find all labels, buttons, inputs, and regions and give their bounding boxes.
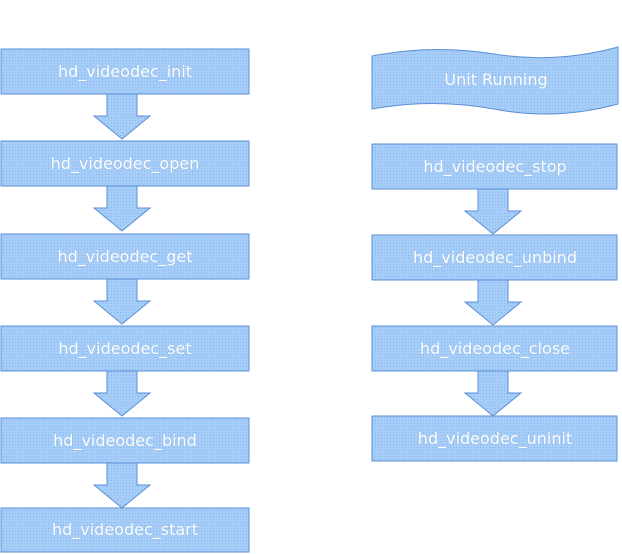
step-box-set <box>0 325 250 372</box>
step-label-init: hd_videodec_init <box>58 62 192 82</box>
step-label-bind: hd_videodec_bind <box>53 431 197 451</box>
down-arrow-2 <box>92 185 152 232</box>
step-box-start <box>0 507 250 553</box>
unit-running-banner <box>371 46 619 115</box>
step-label-start: hd_videodec_start <box>52 520 198 540</box>
step-box-bind <box>0 417 250 464</box>
step-box-uninit <box>371 415 618 462</box>
step-box-init <box>0 48 250 95</box>
down-arrow-8 <box>463 370 523 417</box>
step-label-open: hd_videodec_open <box>51 154 200 174</box>
down-arrow-6 <box>463 188 523 235</box>
step-label-stop: hd_videodec_stop <box>423 157 566 177</box>
down-arrow-1 <box>92 93 152 140</box>
step-box-stop <box>371 143 618 190</box>
step-label-unbind: hd_videodec_unbind <box>413 248 577 268</box>
step-label-set: hd_videodec_set <box>58 339 191 359</box>
step-box-open <box>0 140 250 187</box>
step-label-close: hd_videodec_close <box>420 339 570 359</box>
right-flow: Unit Running hd_videodec_stop hd_videode… <box>371 46 619 462</box>
down-arrow-3 <box>92 278 152 325</box>
step-box-unbind <box>371 234 618 281</box>
down-arrow-4 <box>92 370 152 417</box>
step-label-get: hd_videodec_get <box>57 247 192 267</box>
step-label-uninit: hd_videodec_uninit <box>418 429 572 449</box>
step-box-get <box>0 233 250 280</box>
banner-label: Unit Running <box>444 70 547 89</box>
left-flow: hd_videodec_init hd_videodec_open hd_vid… <box>0 48 250 553</box>
down-arrow-5 <box>92 462 152 509</box>
step-box-close <box>371 325 618 372</box>
down-arrow-7 <box>463 279 523 326</box>
